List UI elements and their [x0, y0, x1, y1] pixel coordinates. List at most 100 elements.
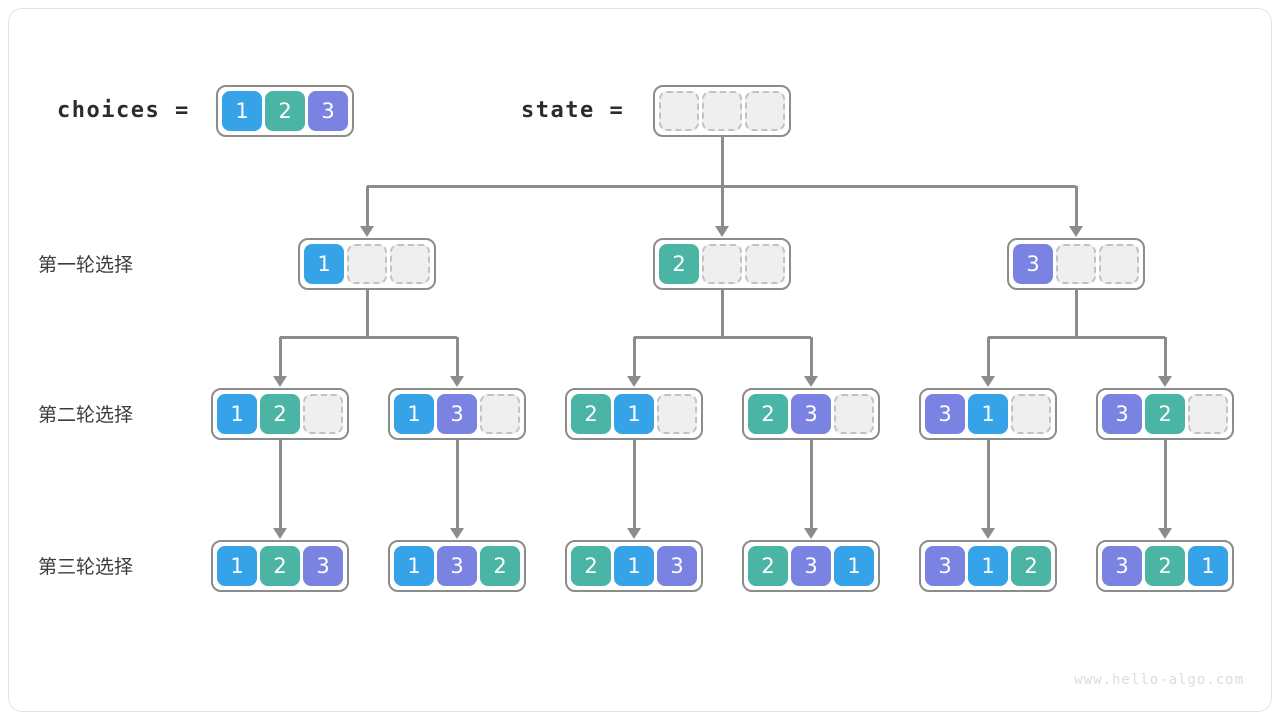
array-cell-value-2: 2	[480, 546, 520, 586]
array-cell-empty	[480, 394, 520, 434]
array-cell-empty	[745, 244, 785, 284]
array-cell-value-1: 1	[394, 546, 434, 586]
connector-to-level1-2	[720, 186, 724, 227]
connector-to-level3-1	[278, 440, 282, 529]
array-cell-value-2: 2	[748, 546, 788, 586]
array-cell-value-2: 2	[571, 546, 611, 586]
array-cell-value-2: 2	[748, 394, 788, 434]
connector-to-level2-5	[986, 337, 990, 377]
connector-to-level3-6	[1163, 440, 1167, 529]
array-cell-value-3: 3	[308, 91, 348, 131]
arrowhead-level3-4	[804, 528, 818, 539]
array-cell-value-1: 1	[834, 546, 874, 586]
row-label-round-2: 第二轮选择	[38, 405, 134, 426]
array-cell-value-3: 3	[437, 394, 477, 434]
arrowhead-level1-3	[1069, 226, 1083, 237]
connector-level2-bus-3	[988, 335, 1165, 339]
array-cell-value-3: 3	[1102, 394, 1142, 434]
connector-to-level2-6	[1163, 337, 1167, 377]
array-cell-value-3: 3	[303, 546, 343, 586]
array-cell-value-3: 3	[925, 394, 965, 434]
arrowhead-level2-4	[804, 376, 818, 387]
array-cell-value-1: 1	[614, 394, 654, 434]
array-cell-value-1: 1	[968, 394, 1008, 434]
array-cell-empty	[1056, 244, 1096, 284]
state-array	[653, 85, 791, 137]
array-cell-value-3: 3	[437, 546, 477, 586]
connector-level1-stem-1	[365, 290, 369, 337]
array-cell-empty	[745, 91, 785, 131]
row-label-round-3: 第三轮选择	[38, 557, 134, 578]
array-cell-value-1: 1	[217, 546, 257, 586]
connector-to-level3-4	[809, 440, 813, 529]
arrowhead-level2-6	[1158, 376, 1172, 387]
connector-to-level3-5	[986, 440, 990, 529]
array-cell-value-1: 1	[222, 91, 262, 131]
array-cell-value-2: 2	[1145, 546, 1185, 586]
array-cell-value-1: 1	[304, 244, 344, 284]
array-cell-empty	[1099, 244, 1139, 284]
array-cell-value-2: 2	[260, 394, 300, 434]
arrowhead-level2-3	[627, 376, 641, 387]
arrowhead-level2-2	[450, 376, 464, 387]
arrowhead-level2-5	[981, 376, 995, 387]
connector-to-level2-2	[455, 337, 459, 377]
round1-array-3: 3	[1007, 238, 1145, 290]
array-cell-value-3: 3	[925, 546, 965, 586]
arrowhead-level3-5	[981, 528, 995, 539]
state-label: state =	[521, 98, 625, 123]
array-cell-value-1: 1	[217, 394, 257, 434]
row-label-round-1: 第一轮选择	[38, 255, 134, 276]
array-cell-value-1: 1	[394, 394, 434, 434]
array-cell-value-2: 2	[1145, 394, 1185, 434]
array-cell-empty	[390, 244, 430, 284]
array-cell-value-2: 2	[659, 244, 699, 284]
array-cell-value-3: 3	[657, 546, 697, 586]
array-cell-value-1: 1	[1188, 546, 1228, 586]
arrowhead-level3-1	[273, 528, 287, 539]
array-cell-empty	[657, 394, 697, 434]
connector-to-level3-2	[455, 440, 459, 529]
array-cell-value-3: 3	[791, 546, 831, 586]
array-cell-value-1: 1	[968, 546, 1008, 586]
connector-level2-bus-1	[280, 335, 457, 339]
array-cell-value-2: 2	[260, 546, 300, 586]
round1-array-2: 2	[653, 238, 791, 290]
array-cell-value-2: 2	[1011, 546, 1051, 586]
array-cell-value-3: 3	[1102, 546, 1142, 586]
diagram-frame	[8, 8, 1272, 712]
connector-to-level2-3	[632, 337, 636, 377]
arrowhead-level2-1	[273, 376, 287, 387]
arrowhead-level1-1	[360, 226, 374, 237]
connector-root-stem	[720, 137, 724, 186]
array-cell-empty	[347, 244, 387, 284]
arrowhead-level3-2	[450, 528, 464, 539]
connector-to-level1-3	[1074, 186, 1078, 227]
array-cell-value-2: 2	[265, 91, 305, 131]
round1-array-1: 1	[298, 238, 436, 290]
arrowhead-level3-3	[627, 528, 641, 539]
array-cell-empty	[303, 394, 343, 434]
array-cell-value-2: 2	[571, 394, 611, 434]
array-cell-empty	[1188, 394, 1228, 434]
array-cell-empty	[1011, 394, 1051, 434]
arrowhead-level3-6	[1158, 528, 1172, 539]
array-cell-value-1: 1	[614, 546, 654, 586]
array-cell-empty	[702, 91, 742, 131]
connector-level1-stem-3	[1074, 290, 1078, 337]
array-cell-empty	[834, 394, 874, 434]
